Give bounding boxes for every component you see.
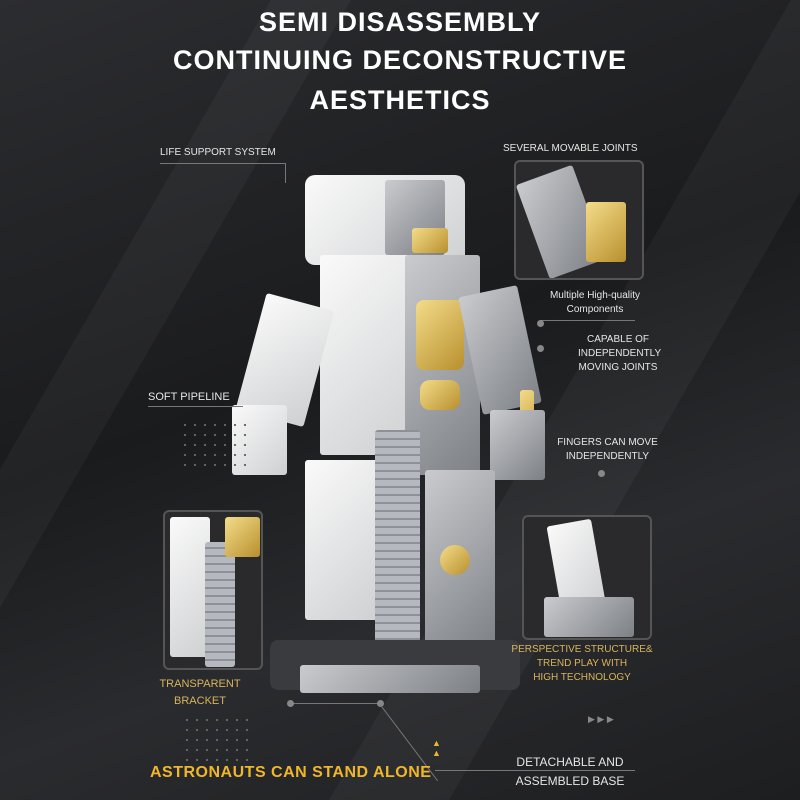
dot-grid-decoration [180, 420, 250, 470]
callout-perspective-2: TREND PLAY WITH [536, 658, 628, 669]
callout-capable: CAPABLE OF INDEPENDENTLY MOVING JOINTS [578, 333, 662, 375]
title-line-1: SEMI DISASSEMBLY [258, 7, 542, 37]
callout-perspective-3: HIGH TECHNOLOGY [533, 672, 631, 683]
tagline: ASTRONAUTS CAN STAND ALONE [150, 764, 432, 781]
callout-components-2: Components [566, 304, 624, 315]
inset-bracket-image [163, 510, 263, 670]
triangle-icons: ▲▲ [432, 738, 441, 758]
callout-fingers-1: FINGERS CAN MOVE [557, 437, 658, 448]
callout-life-support: LIFE SUPPORT SYSTEM [160, 147, 276, 158]
arrows-decoration: ▶ ▶ ▶ [588, 714, 614, 724]
dot-grid-decoration [182, 715, 252, 765]
callout-capable-2: INDEPENDENTLY [578, 348, 662, 359]
title-line-3: AESTHETICS [309, 85, 491, 115]
callout-movable-joints: SEVERAL MOVABLE JOINTS [503, 143, 638, 154]
callout-soft-pipeline: SOFT PIPELINE [148, 391, 230, 403]
callout-fingers-2: INDEPENDENTLY [565, 451, 650, 462]
callout-base: DETACHABLE AND ASSEMBLED BASE [505, 753, 635, 791]
callout-transparent: TRANSPARENT BRACKET [155, 676, 245, 710]
callout-perspective: PERSPECTIVE STRUCTURE& TREND PLAY WITH H… [507, 643, 657, 685]
callout-components: Multiple High-quality Components [540, 289, 650, 317]
title-line-2: CONTINUING DECONSTRUCTIVE [172, 45, 627, 75]
callout-fingers: FINGERS CAN MOVE INDEPENDENTLY [555, 436, 660, 464]
callout-components-1: Multiple High-quality [549, 290, 641, 301]
callout-capable-3: MOVING JOINTS [578, 362, 658, 373]
callout-perspective-1: PERSPECTIVE STRUCTURE& [511, 644, 653, 655]
callout-capable-1: CAPABLE OF [586, 334, 650, 345]
callout-base-1: DETACHABLE AND [516, 755, 624, 769]
inset-base-image [522, 515, 652, 640]
callout-transparent-2: BRACKET [174, 695, 226, 707]
inset-joints-image [514, 160, 644, 280]
callout-transparent-1: TRANSPARENT [159, 678, 241, 690]
callout-base-2: ASSEMBLED BASE [515, 774, 625, 788]
